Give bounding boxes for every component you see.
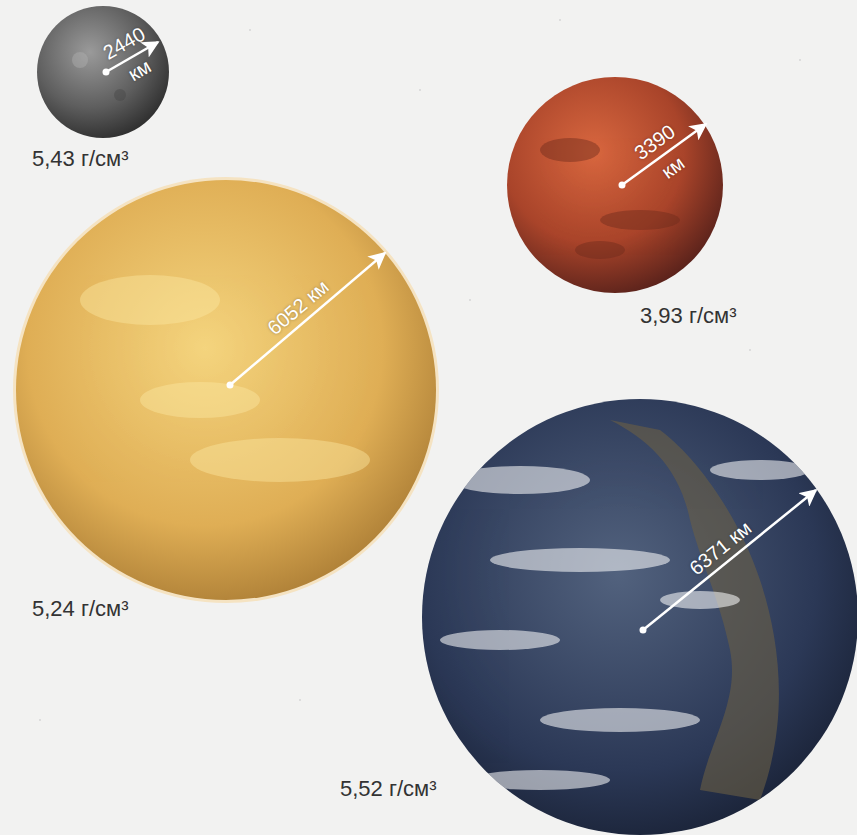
venus: [13, 177, 439, 603]
radius-label: 3390 км: [628, 116, 700, 192]
radius-label: 6371 км: [685, 517, 756, 581]
density-label: 3,93 г/см³: [640, 303, 737, 329]
density-label: 5,52 г/см³: [340, 776, 437, 802]
planet-node: 6371 км5,52 г/см³: [422, 399, 857, 835]
planet-node: 3390 км3,93 г/см³: [507, 77, 723, 293]
density-label: 5,43 г/см³: [32, 146, 129, 172]
density-label: 5,24 г/см³: [32, 596, 129, 622]
mercury: [37, 6, 169, 138]
mars: [507, 77, 723, 293]
planet-node: 6052 км5,24 г/см³: [16, 180, 436, 600]
earth: [422, 399, 857, 835]
radius-label: 6052 км: [263, 275, 333, 340]
radius-arrows: [103, 42, 817, 634]
planet-node: 2440 км5,43 г/см³: [37, 6, 169, 138]
radius-label: 2440 км: [97, 19, 167, 95]
